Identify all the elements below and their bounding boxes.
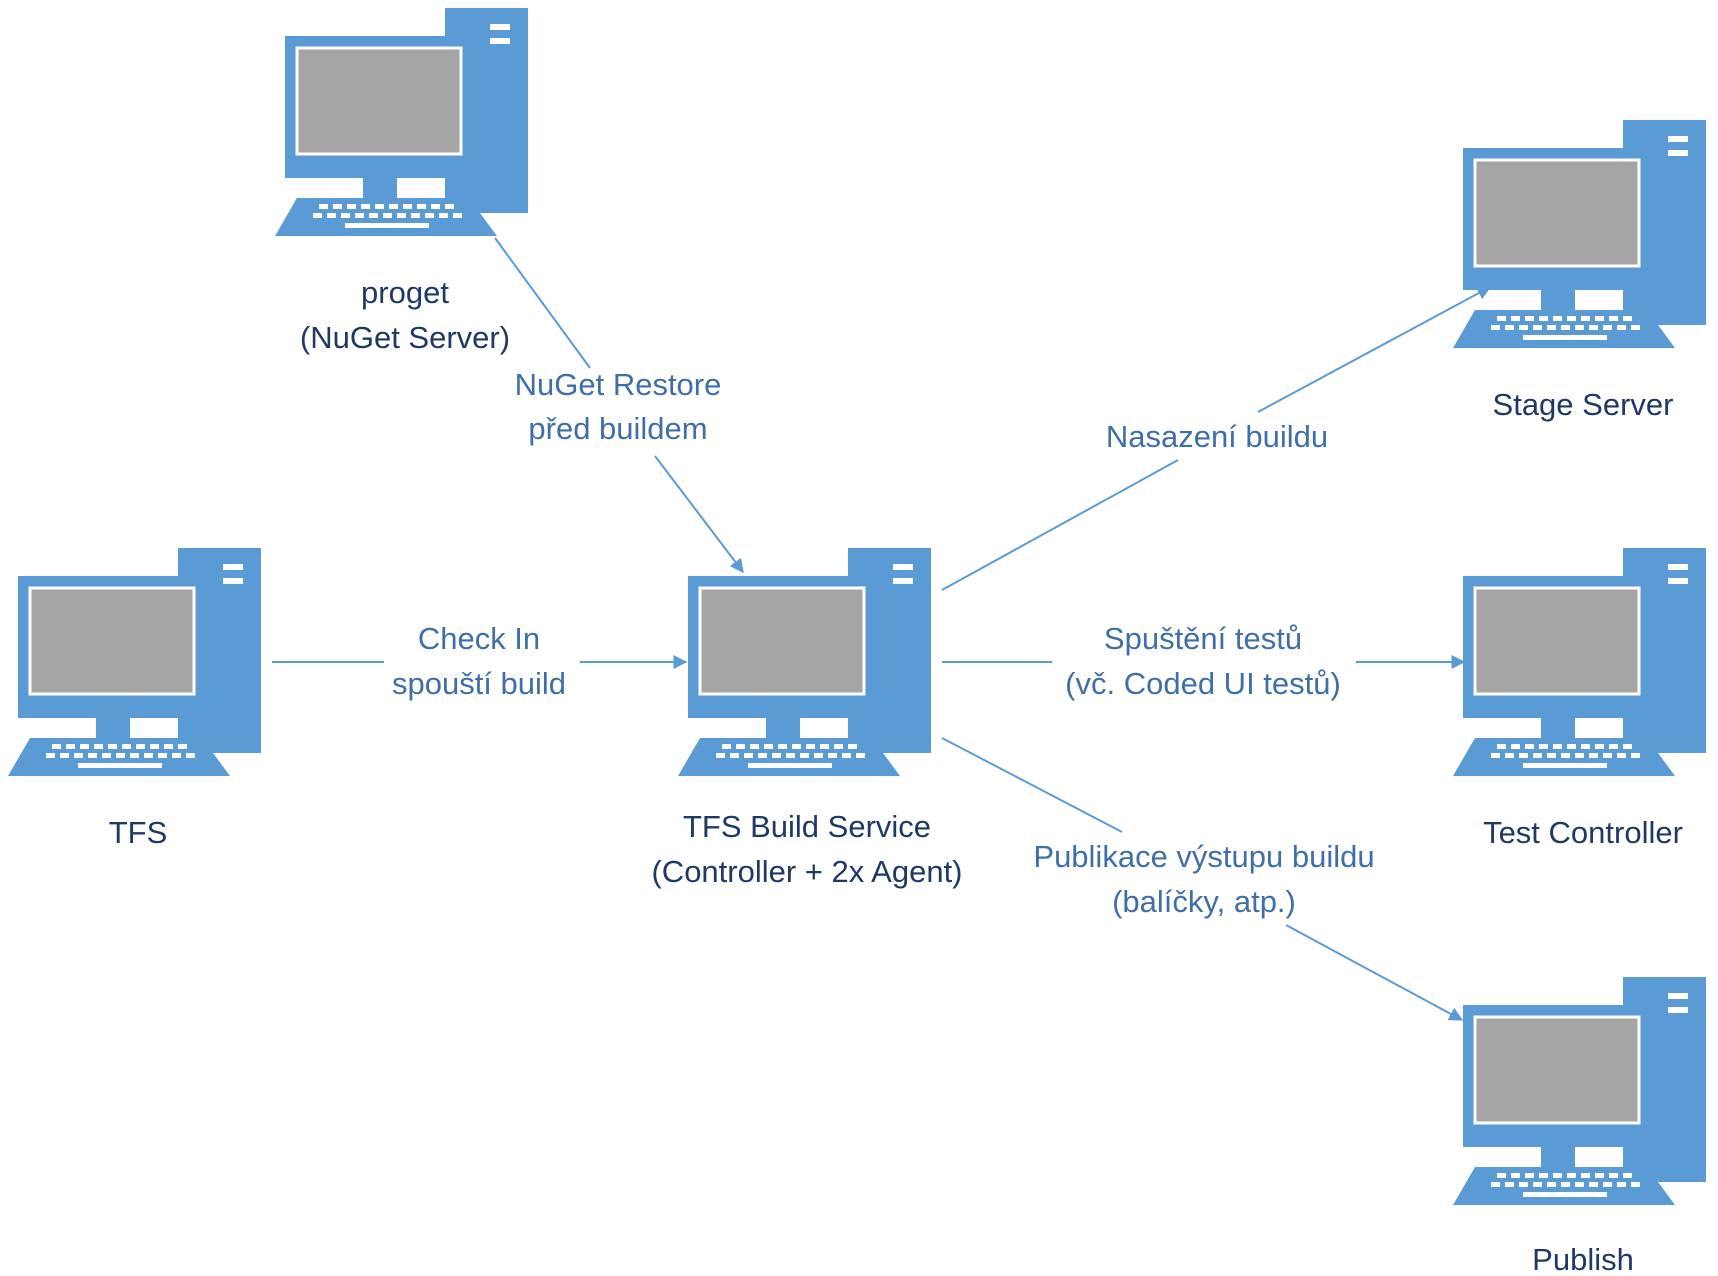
checkin-edge-sublabel: spouští build [392,666,566,701]
test-controller-computer-icon [1451,546,1708,778]
proget-label: proget [361,275,449,310]
publish-label: Publish [1532,1242,1634,1276]
edge-publish [941,737,1464,1021]
stage-server-computer-icon [1451,118,1708,350]
tfs-label: TFS [109,815,168,850]
deploy-edge-label: Nasazení buildu [1106,419,1328,454]
edge-nuget [494,237,744,574]
publish-computer-icon [1451,975,1708,1207]
build-service-computer-icon [676,546,933,778]
edge-deploy [941,286,1492,591]
proget-sublabel: (NuGet Server) [300,320,510,355]
nuget-edge-sublabel: před buildem [528,411,707,446]
proget-computer-icon [273,6,530,238]
stage-server-label: Stage Server [1493,387,1674,422]
tfs-computer-icon [6,546,263,778]
tests-edge-label: Spuštění testů [1104,621,1302,656]
build-service-sublabel: (Controller + 2x Agent) [651,854,962,889]
build-service-label: TFS Build Service [683,809,931,844]
tests-edge-sublabel: (vč. Coded UI testů) [1065,666,1341,701]
test-controller-label: Test Controller [1483,815,1683,850]
publish-edge-label: Publikace výstupu buildu [1033,839,1374,874]
checkin-edge-label: Check In [418,621,540,656]
nuget-edge-label: NuGet Restore [515,367,722,402]
publish-edge-sublabel: (balíčky, atp.) [1112,884,1296,919]
